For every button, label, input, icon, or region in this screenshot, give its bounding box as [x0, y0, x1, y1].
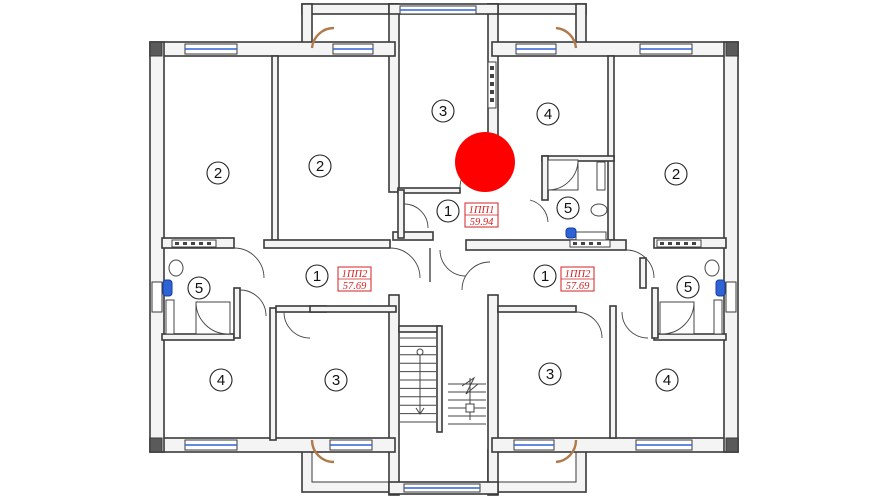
room-number-marker: 4	[536, 102, 560, 126]
room-number-marker: 1	[305, 264, 329, 288]
balcony-bottom-right	[487, 449, 587, 493]
staircase	[398, 325, 486, 433]
room-number-marker: 1	[533, 264, 557, 288]
room-number-marker: 2	[206, 161, 230, 185]
bathroom-fixtures	[162, 159, 726, 335]
room-number: 3	[332, 372, 340, 389]
room-number: 3	[546, 366, 554, 383]
room-number-marker: 3	[538, 362, 562, 386]
apartment-type: 1ПП1	[469, 205, 495, 216]
windows	[151, 5, 737, 493]
room-number: 5	[564, 200, 572, 217]
room-number-marker: 2	[308, 154, 332, 178]
room-number: 2	[672, 166, 680, 183]
room-number: 2	[214, 165, 222, 182]
apartment-label-3: 1ПП2 57.69	[560, 266, 595, 292]
room-number: 4	[663, 372, 671, 389]
room-number: 2	[316, 158, 324, 175]
room-number: 1	[541, 268, 549, 285]
apartment-label-2: 1ПП2 57.69	[337, 266, 372, 292]
room-numbers: 2 2 3 4 2 5 1 1 1 5 5 4 3 3 4	[187, 99, 700, 392]
room-number: 1	[444, 203, 452, 220]
location-marker[interactable]	[455, 132, 515, 192]
apartment-type: 1ПП2	[565, 269, 591, 280]
apartment-type: 1ПП2	[342, 269, 368, 280]
room-number: 4	[217, 372, 225, 389]
balcony-top-right	[487, 3, 587, 47]
apartment-label-1: 1ПП1 59.94	[464, 202, 499, 228]
room-number-marker: 1	[436, 199, 460, 223]
room-number: 4	[544, 106, 552, 123]
room-number-marker: 2	[664, 162, 688, 186]
room-number-marker: 4	[655, 368, 679, 392]
room-number: 3	[439, 103, 447, 120]
balcony-top-left	[301, 3, 398, 47]
kitchen-counters	[171, 61, 702, 248]
apartment-area: 59.94	[470, 217, 494, 228]
room-number-marker: 4	[209, 368, 233, 392]
room-number: 5	[684, 279, 692, 296]
room-number-marker: 5	[187, 276, 211, 300]
room-number-marker: 3	[431, 99, 455, 123]
room-number: 1	[313, 268, 321, 285]
apartment-area: 57.69	[343, 281, 367, 292]
room-number: 5	[195, 280, 203, 297]
room-number-marker: 5	[676, 275, 700, 299]
room-number-marker: 3	[324, 368, 348, 392]
balcony-bottom-left	[301, 449, 398, 493]
room-number-marker: 5	[556, 196, 580, 220]
apartment-area: 57.69	[566, 281, 590, 292]
balcony-doors	[310, 26, 578, 464]
